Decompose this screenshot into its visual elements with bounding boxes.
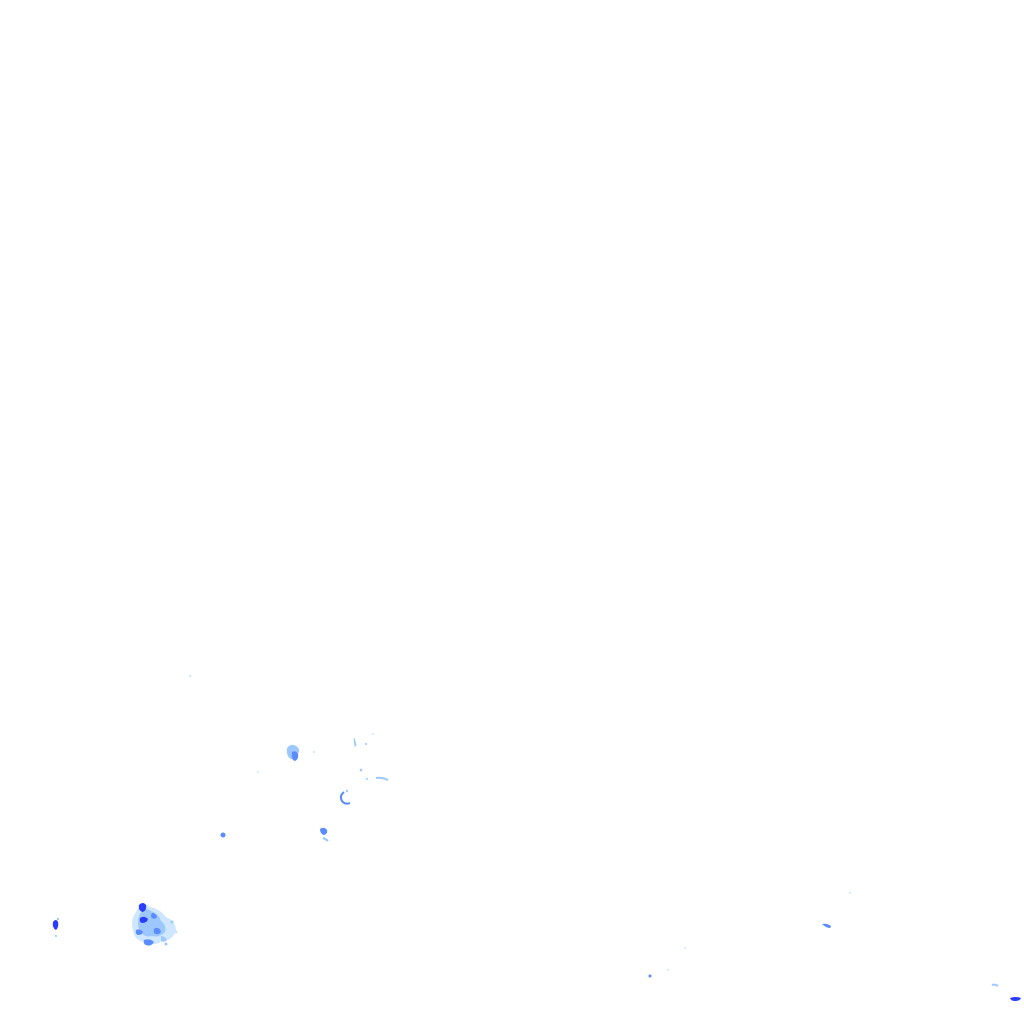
echo-speck	[684, 947, 686, 949]
faint-specks	[188, 674, 851, 971]
echo-cell-large	[132, 903, 178, 946]
echo-cell	[286, 744, 316, 761]
echo-cell	[648, 974, 652, 978]
echo-cell	[353, 733, 389, 781]
echo-speck	[667, 969, 669, 971]
echo-cell	[220, 832, 226, 838]
echo-speck	[188, 674, 192, 678]
echo-cell	[52, 917, 60, 937]
echo-cell	[822, 923, 831, 928]
echo-cell	[339, 789, 351, 805]
echo-cell	[991, 983, 1021, 1001]
echo-speck	[257, 771, 259, 773]
echo-speck	[849, 892, 851, 894]
echo-cell	[320, 827, 329, 842]
